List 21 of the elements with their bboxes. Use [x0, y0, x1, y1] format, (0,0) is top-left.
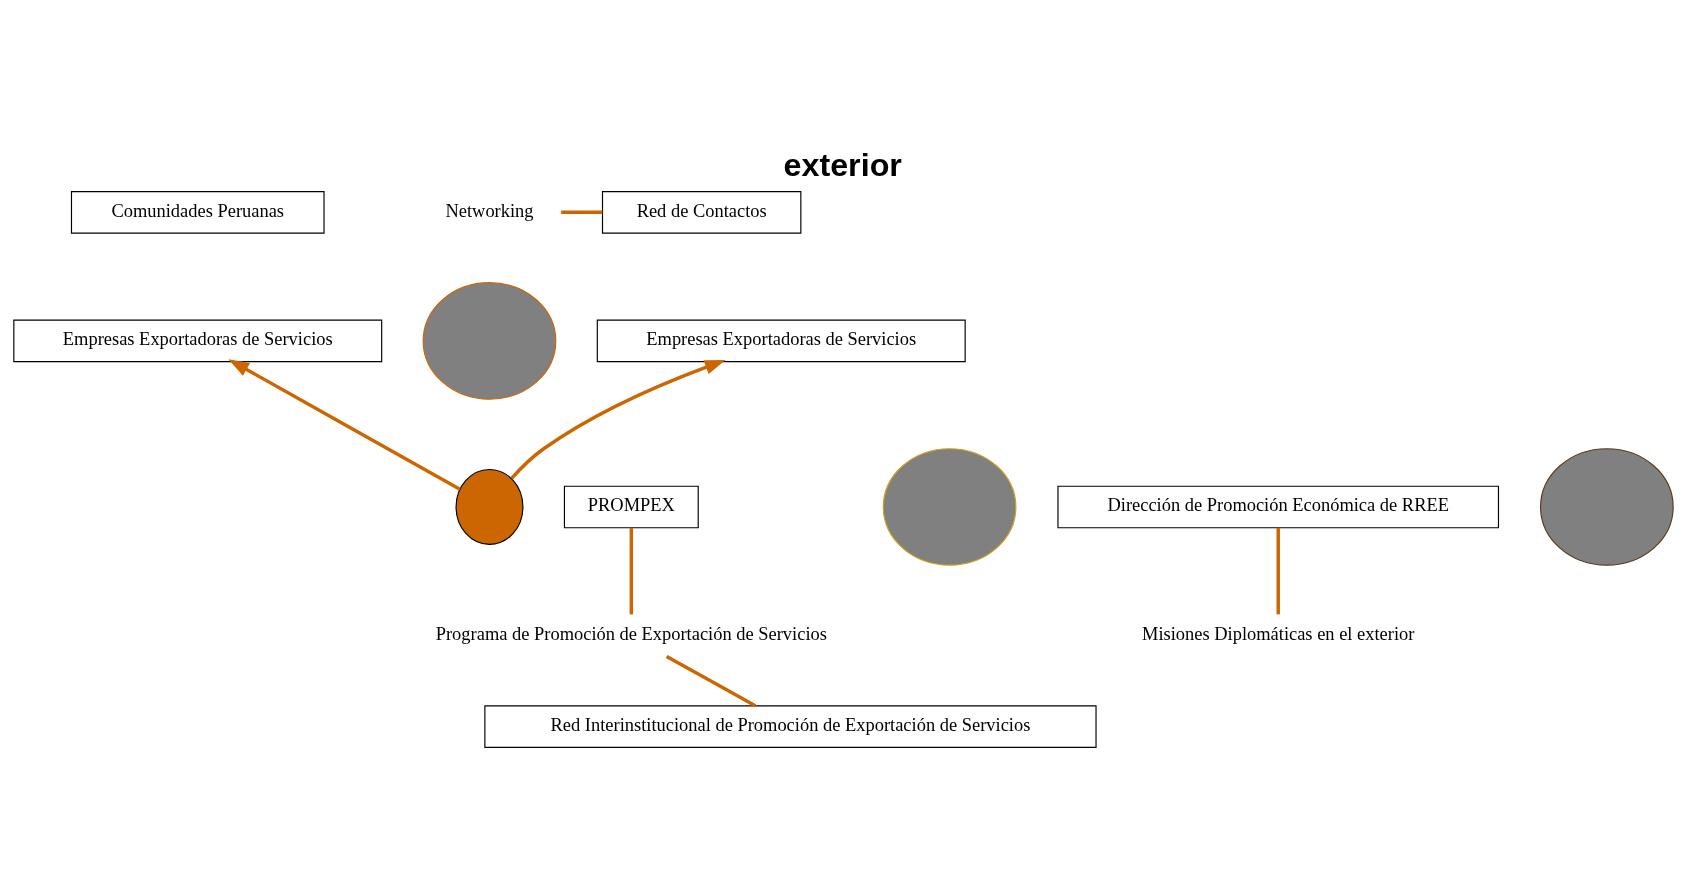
- connector: [560, 210, 602, 215]
- connector: [1276, 527, 1280, 615]
- node-box: Dirección de Promoción Económica de RREE: [1056, 485, 1499, 529]
- node-box: Red Interinstitucional de Promoción de Exportación de Servicios: [483, 705, 1097, 748]
- node-circle: [1539, 448, 1674, 566]
- node-box: Comunidades Peruanas: [70, 191, 325, 234]
- arrow: [227, 359, 461, 491]
- node-box: Empresas Exportadoras de Servicios: [12, 319, 382, 363]
- node-circle: [422, 282, 556, 400]
- arrow: [509, 360, 726, 480]
- connector: [665, 654, 756, 708]
- connector: [629, 527, 633, 615]
- node-circle: [882, 448, 1016, 566]
- node-text: Networking: [444, 200, 534, 221]
- node-box: Red de Contactos: [601, 191, 801, 234]
- node-box: PROMPEX: [563, 485, 699, 529]
- node-circle: [454, 468, 523, 545]
- node-box: Empresas Exportadoras de Servicios: [596, 319, 966, 363]
- diagram-title: exterior: [783, 146, 902, 183]
- node-text: Programa de Promoción de Exportación de Servicios: [435, 623, 827, 644]
- node-text: Misiones Diplomáticas en el exterior: [1141, 623, 1414, 644]
